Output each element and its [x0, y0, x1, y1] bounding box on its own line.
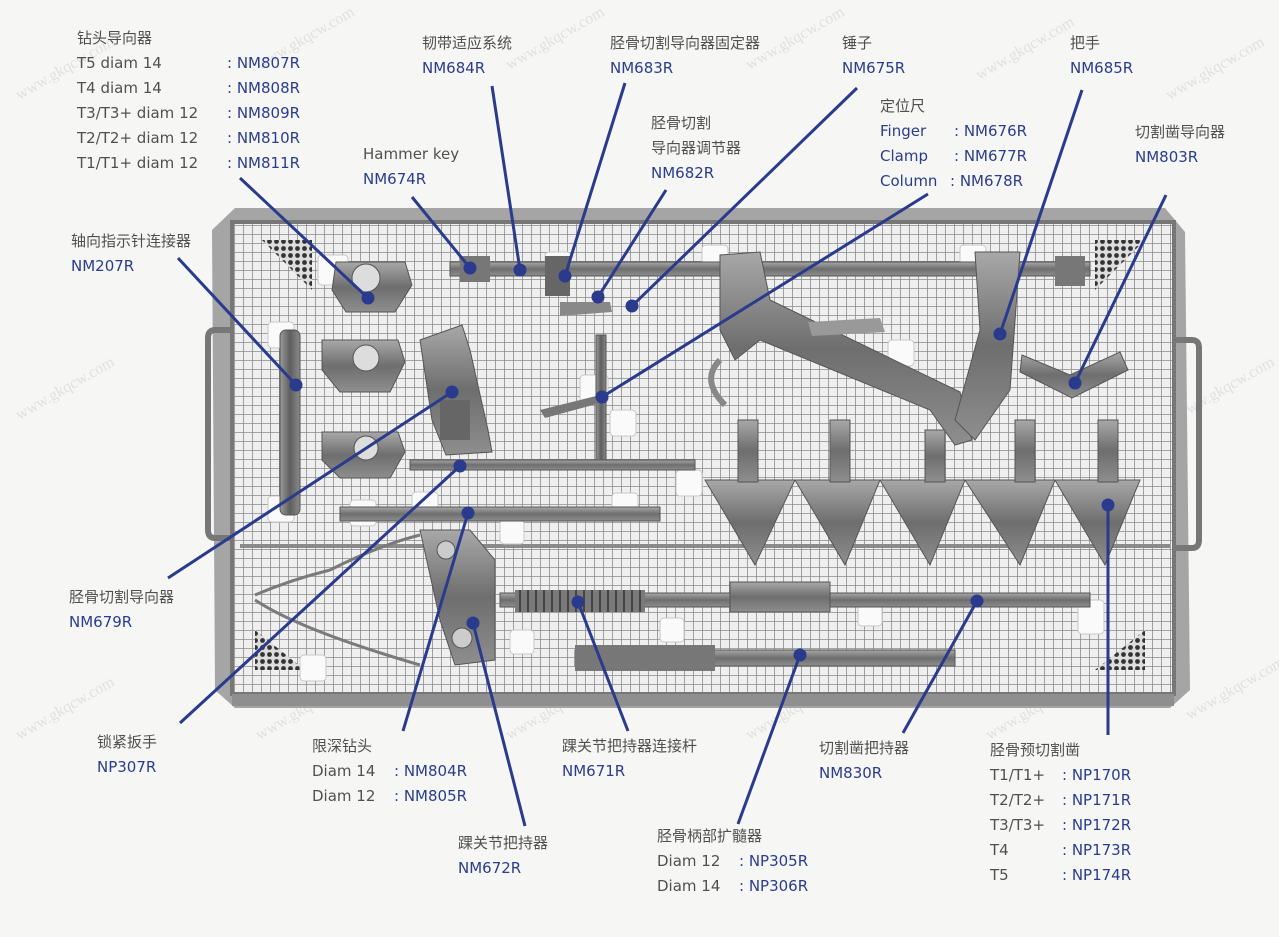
label-cutting-guide: 胫骨切割导向器 NM679R — [69, 588, 175, 631]
label-depth-drill: 限深钻头 Diam 14: NM804R Diam 12: NM805R — [312, 737, 468, 805]
label-pre-chisel: 胫骨预切割凿 T1/T1+: NP170R T2/T2+: NP171R T3/… — [990, 741, 1132, 884]
label-wrench: 锁紧扳手 NP307R — [97, 733, 158, 776]
label-guide-adjuster: 胫骨切割 导向器调节器 NM682R — [651, 114, 742, 182]
drill-guide-blocks — [321, 261, 413, 479]
label-row: T2/T2+ diam 12: NM810R — [77, 129, 301, 147]
label-guide-holder: 胫骨切割导向器固定器 NM683R — [610, 34, 761, 77]
label-hammer-key: Hammer key NM674R — [363, 145, 460, 188]
label-reamer: 胫骨柄部扩髓器 Diam 12: NP305R Diam 14: NP306R — [657, 827, 809, 895]
label-row: T5 diam 14: NM807R — [77, 54, 301, 72]
chisel-guide-shape — [1019, 351, 1129, 399]
wrench-shape — [254, 533, 421, 667]
label-ankle-holder: 踝关节把持器 NM672R — [458, 834, 549, 877]
label-locator: 定位尺 Finger : NM676R Clamp : NM677R Colum… — [880, 97, 1028, 190]
label-chisel-holder: 切割凿把持器 NM830R — [819, 739, 910, 782]
label-row: T1/T1+ diam 12: NM811R — [77, 154, 301, 172]
label-hammer: 锤子 NM675R — [842, 34, 906, 77]
label-ligament: 韧带适应系统 NM684R — [422, 34, 513, 77]
label-title: 钻头导向器 — [77, 29, 153, 47]
label-ankle-rod: 踝关节把持器连接杆 NM671R — [562, 737, 698, 780]
label-chisel-guide: 切割凿导向器 NM803R — [1135, 123, 1226, 166]
hammer-shape — [708, 251, 1021, 446]
leader-lines — [167, 82, 1168, 827]
axial-connector-shape — [279, 329, 301, 516]
label-row: T3/T3+ diam 12: NM809R — [77, 104, 301, 122]
label-handle: 把手 NM685R — [1070, 34, 1134, 77]
label-drill-guide: 钻头导向器 T5 diam 14: NM807R T4 diam 14: NM8… — [77, 26, 300, 176]
label-axial-connector: 轴向指示针连接器 NM207R — [71, 232, 192, 275]
rods — [339, 256, 1091, 671]
label-row: T4 diam 14: NM808R — [77, 79, 301, 97]
pre-cut-chisels — [704, 419, 1141, 567]
